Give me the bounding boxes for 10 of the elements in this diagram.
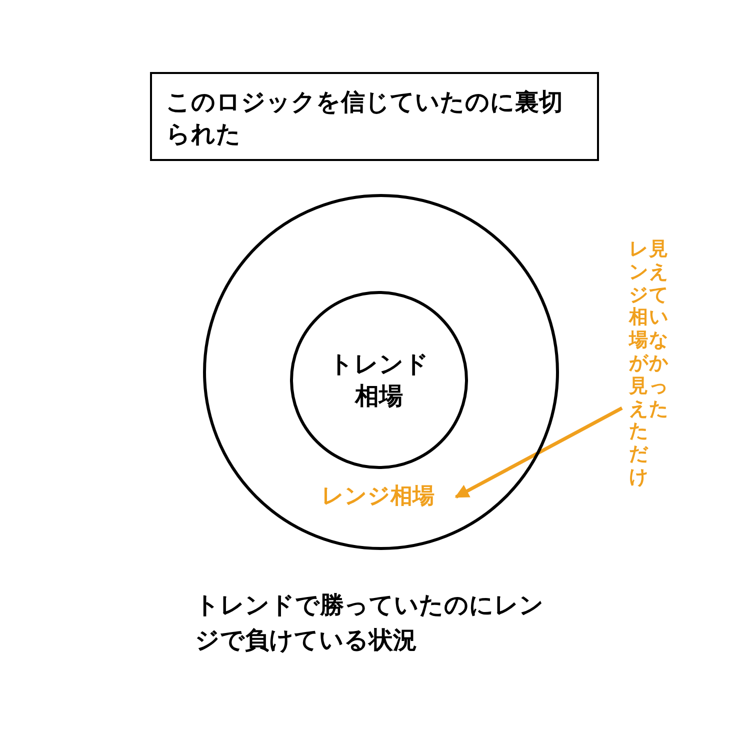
circle (203, 194, 559, 550)
text-box (150, 72, 599, 161)
circle (290, 291, 468, 469)
annotation-text: レンジ相場が見えただけ (629, 238, 648, 489)
range-label: レンジ相場 (322, 483, 434, 512)
caption-text: トレンドで勝っていたのにレンジで負けている状況 (195, 590, 545, 656)
annotation-text: 見えていなかった (649, 238, 668, 420)
node-text: トレンド相場 (328, 348, 430, 412)
node-text: このロジックを信じていたのに裏切られた (166, 87, 564, 150)
arrow (454, 406, 623, 499)
